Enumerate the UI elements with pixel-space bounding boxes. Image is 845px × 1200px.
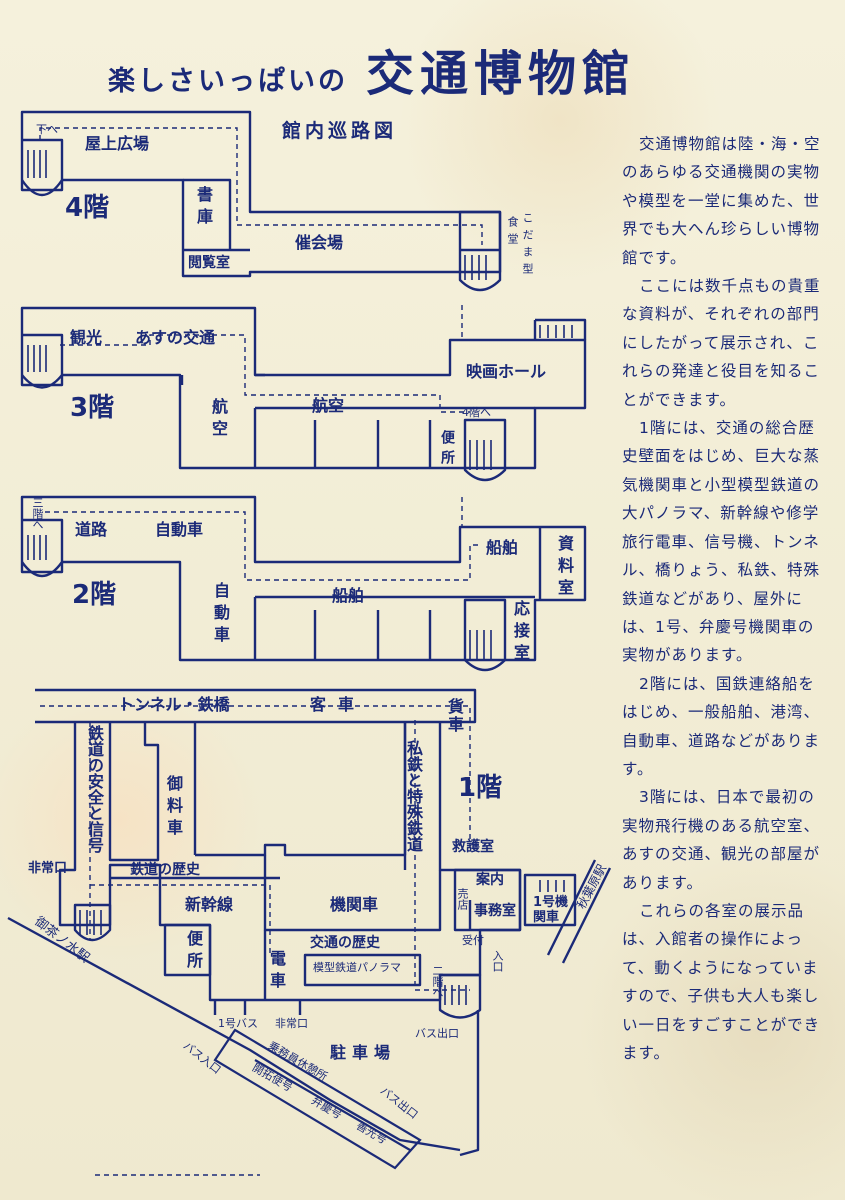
floor2-automobile: 自動車: [155, 520, 204, 539]
route-2f: [45, 497, 480, 581]
route-4f: [39, 127, 483, 245]
floor1-parking: 駐車場: [330, 1043, 397, 1062]
floor1-toilet: 便所: [184, 930, 203, 974]
floor1-bus1: 1号バス: [218, 1017, 258, 1030]
floor2-rooms: [253, 527, 542, 660]
floor4-reading-room: 閲覧室: [188, 255, 230, 271]
floor3-to4: 4階へ: [462, 406, 491, 419]
stair-treads: [27, 150, 573, 1005]
floor4-event-hall: 催会場: [295, 233, 344, 252]
route-3f: [60, 305, 470, 413]
floor3-rooms: [180, 318, 587, 468]
floor3-stair: [21, 333, 64, 389]
floor4-dining-car: こだま型: [521, 212, 534, 280]
floor1-no1-loco: 1号機関車: [533, 895, 569, 925]
floor1-train: 電車: [267, 950, 286, 994]
floor4-label: 4階: [65, 193, 110, 223]
description: 交通博物館は陸・海・空のあらゆる交通機関の実物や模型を一堂に集めた、世界でも大へ…: [622, 130, 822, 1170]
floor3-outline: [20, 306, 587, 470]
floor1-tracks: [546, 859, 612, 964]
floor3-future: あすの交通: [135, 328, 216, 347]
floor1-shinkansen: 新幹線: [185, 895, 234, 914]
floor1-locomotives: 機関車: [330, 895, 379, 914]
header-title: 交通博物館: [366, 46, 637, 102]
floor1-diorama: [303, 953, 422, 987]
description-paragraph-6: これらの各室の展示品は、入館者の操作によって、動くようになっていますので、子供も…: [622, 901, 821, 1062]
floor4-library: 書庫: [194, 186, 213, 230]
floor3-right-stair: [463, 418, 507, 482]
floor3-toilet: 便所: [439, 430, 455, 470]
floor1-label: 1階: [458, 773, 503, 803]
floor3-label: 3階: [70, 393, 115, 423]
description-paragraph-3: 1階には、交通の総合歴史壁面をはじめ、巨大な蒸気機関車と小型模型鉄道の大パノラマ…: [622, 419, 821, 665]
floor1-royal: 御料車: [164, 775, 183, 841]
floor2-outline: [20, 495, 587, 662]
route-1f: [40, 705, 471, 1176]
floor2-right-stair: [463, 598, 507, 672]
floor3-aviation: 航空: [312, 396, 345, 415]
floor4-outline: [20, 110, 502, 278]
floor1-private: 私鉄と特殊鉄道: [404, 740, 423, 852]
floor1-transport-history: 交通の歴史: [310, 935, 380, 951]
floor4-right-stair: [458, 210, 502, 292]
floor1-emergency1: 非常口: [28, 861, 68, 876]
description-paragraph-2: ここには数千点もの貴重な資料が、それぞれの部門にしたがって展示され、これらの発達…: [622, 277, 821, 409]
floor1-lot: [213, 1000, 302, 1015]
description-paragraph-4: 2階には、国鉄連絡船をはじめ、一般船舶、港湾、自動車、道路などがあります。: [622, 674, 821, 778]
floor1-outer-road: [7, 916, 480, 1157]
floor1-safety: 鉄道の安全と信号: [85, 725, 104, 853]
map-title: 館内巡路図: [282, 120, 398, 142]
parked-cars: [213, 1028, 422, 1170]
floor1-history: 鉄道の歴史: [130, 862, 200, 878]
floor2-road: 道路: [75, 520, 108, 539]
floor1-office: [453, 868, 522, 932]
floor1-diorama: 模型鉄道パノラマ: [313, 961, 401, 974]
floor1-toilet: [163, 923, 212, 977]
floor1-reception-desk: 受付: [462, 934, 484, 947]
floor1-safety-room: [108, 722, 160, 862]
floor1-loco: [263, 855, 442, 932]
header-subtitle: 楽しさいっぱいの: [108, 66, 348, 97]
floor4-down: 下へ: [36, 123, 58, 136]
floor1-corridor: [35, 688, 477, 724]
floor2-ships: 船舶: [332, 586, 365, 605]
floor1-stair-right: [438, 973, 482, 1019]
floor1-shop: 売店: [456, 888, 469, 910]
floor2-ships2: 船舶: [486, 538, 519, 557]
floor2-reception: 応接室: [511, 600, 530, 666]
floor1-royal-room: [193, 722, 407, 857]
floor1-bus-exit1: バス出口: [415, 1027, 459, 1040]
floor1-info: 案内: [476, 872, 504, 888]
floor1-coach: 客車: [310, 695, 367, 714]
floor2-archive: 資料室: [555, 535, 574, 601]
floor1-to2: 二階へ: [431, 965, 444, 998]
floor1-first-aid: 救護室: [452, 839, 494, 855]
floor3-cinema: 映画ホール: [466, 362, 547, 381]
description-paragraph-5: 3階には、日本で最初の実物飛行機のある航空室、あすの交通、観光の部屋があります。: [622, 788, 821, 892]
floor4-library: [183, 178, 250, 252]
description-paragraph-1: 交通博物館は陸・海・空のあらゆる交通機関の実物や模型を一堂に集めた、世界でも大へ…: [622, 135, 821, 267]
floor2-stair: [21, 518, 64, 578]
floor4-stair-left: [21, 138, 64, 197]
floor4-rooftop: 屋上広場: [85, 134, 150, 153]
floor3-aviation-v: 航空: [209, 398, 228, 442]
floor2-automobile-v: 自動車: [211, 582, 230, 648]
floor1-emergency2: 非常口: [275, 1017, 308, 1030]
floor1-tunnel: トンネル・鉄橋: [118, 695, 230, 714]
header: 楽しさいっぱいの 交通博物館: [108, 34, 768, 104]
floor4-dining: 食堂: [506, 216, 519, 250]
floor1-no1-loco: [523, 873, 577, 927]
floor1-office: 事務室: [474, 903, 516, 919]
floor2-label: 2階: [72, 580, 117, 610]
floor1-entrance: 入口: [491, 950, 504, 972]
floor3-tourism: 観光: [70, 328, 103, 347]
floor2-to3: 三階へ: [31, 497, 44, 530]
floor1-stair-left: [73, 903, 112, 942]
floor1-freight: 貨車: [445, 698, 464, 734]
